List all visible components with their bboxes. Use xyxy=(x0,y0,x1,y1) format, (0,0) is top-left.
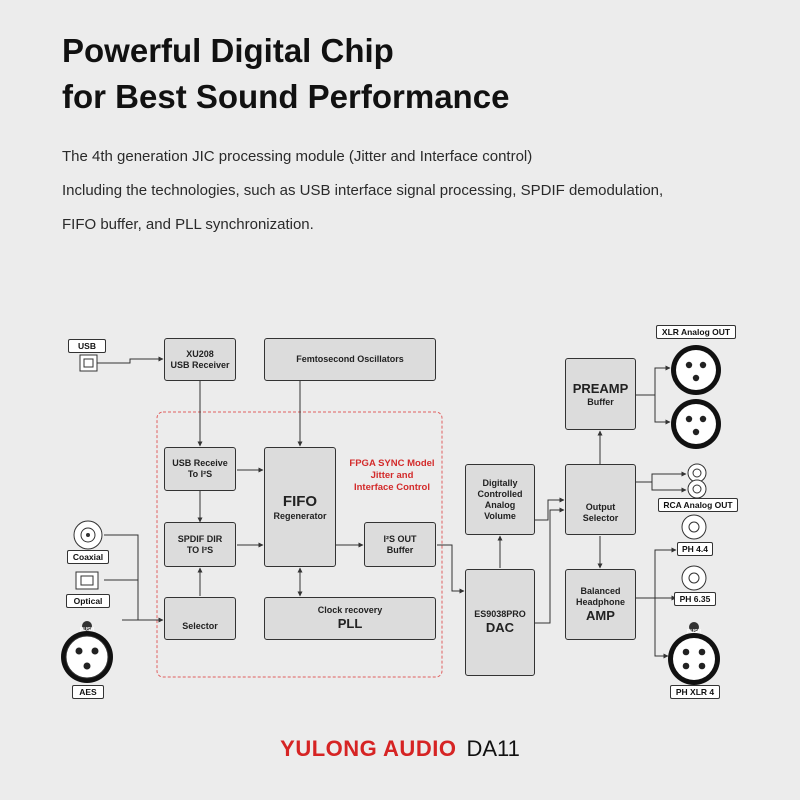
ph44-jack-shape xyxy=(681,514,707,540)
xu208-line2: USB Receiver xyxy=(170,359,230,370)
spdif-dir-block: SPDIF DIR TO I²S xyxy=(164,522,236,567)
phxlr-jack-shape xyxy=(668,622,720,685)
dac-block: ES9038PRO DAC xyxy=(465,569,535,676)
description-line-2: Including the technologies, such as USB … xyxy=(62,182,664,199)
i2s-out-buffer-block: I²S OUT Buffer xyxy=(364,522,436,567)
outsel-line2: Selector xyxy=(582,513,619,523)
usb-input-label: USB xyxy=(68,339,106,353)
usb-i2s-line2: To I²S xyxy=(187,469,213,479)
fpga-line1: FPGA SYNC Model xyxy=(349,458,435,469)
aes-push-label: PUSH xyxy=(80,627,94,633)
optical-port-shape xyxy=(75,571,99,590)
wire-hpamp-ph44 xyxy=(636,547,677,599)
optical-input-label: Optical xyxy=(66,594,110,608)
pll-block: Clock recovery PLL xyxy=(264,597,436,640)
fpga-sync-label: FPGA SYNC Model Jitter and Interface Con… xyxy=(342,458,442,494)
femtosecond-oscillators-block: Femtosecond Oscillators xyxy=(264,338,436,381)
aes-input-label: AES xyxy=(72,685,104,699)
preamp-block: PREAMP Buffer xyxy=(565,358,636,430)
brand-name: YULONG AUDIO xyxy=(280,736,457,761)
wire-hpamp-phxlr xyxy=(654,598,669,659)
volume-line4: Volume xyxy=(484,510,516,521)
i2s-out-line1: I²S OUT xyxy=(383,533,417,544)
dac-line1: ES9038PRO xyxy=(474,609,526,619)
preamp-title: PREAMP xyxy=(572,380,629,396)
fifo-subtitle: Regenerator xyxy=(273,510,327,521)
output-selector-block: Output Selector xyxy=(565,464,636,535)
phxlr-output-label: PH XLR 4 xyxy=(670,685,720,699)
description-line-3: FIFO buffer, and PLL synchronization. xyxy=(62,216,314,233)
ph635-jack-shape xyxy=(681,565,707,591)
xlr-output-label: XLR Analog OUT xyxy=(656,325,736,339)
hpamp-line1: Balanced xyxy=(580,585,621,596)
phxlr-push-label: PUSH xyxy=(687,629,701,635)
usb-to-i2s-block: USB Receive To I²S xyxy=(164,447,236,491)
volume-line3: Analog xyxy=(484,499,516,510)
hpamp-title: AMP xyxy=(586,607,615,623)
volume-line2: Controlled xyxy=(477,488,523,499)
wire-coax-selector xyxy=(104,534,164,623)
wire-preamp-xlr xyxy=(636,365,671,396)
xu208-block: XU208 USB Receiver xyxy=(164,338,236,381)
outsel-line1: Output xyxy=(585,502,616,512)
brand-model: DA11 xyxy=(466,736,520,761)
wire-dac-outsel xyxy=(535,507,565,624)
fpga-line3: Interface Control xyxy=(353,482,430,493)
femto-label: Femtosecond Oscillators xyxy=(296,354,404,364)
rca-out-shapes xyxy=(687,463,707,499)
brand-footer: YULONG AUDIO DA11 xyxy=(0,736,800,762)
preamp-subtitle: Buffer xyxy=(587,396,614,407)
title-line-2: for Best Sound Performance xyxy=(62,78,510,115)
fpga-line2: Jitter and xyxy=(370,470,414,481)
volume-line1: Digitally xyxy=(482,477,518,488)
usb-i2s-line1: USB Receive xyxy=(172,458,228,468)
fifo-block: FIFO Regenerator xyxy=(264,447,336,567)
wire-i2sout-dac xyxy=(437,544,465,594)
page-title: Powerful Digital Chip for Best Sound Per… xyxy=(62,28,509,120)
description-line-1: The 4th generation JIC processing module… xyxy=(62,148,533,165)
spdif-line1: SPDIF DIR xyxy=(177,533,223,544)
ph44-output-label: PH 4.4 xyxy=(677,542,713,556)
wire-outsel-rca xyxy=(636,471,687,483)
wire-volume-outsel xyxy=(535,497,565,521)
ph635-output-label: PH 6.35 xyxy=(674,592,716,606)
xlr-out-shapes xyxy=(671,345,721,449)
usb-port-shape xyxy=(79,354,98,372)
rca-output-label: RCA Analog OUT xyxy=(658,498,738,512)
selector-label: Selector xyxy=(182,621,218,631)
hpamp-line2: Headphone xyxy=(575,596,625,607)
pll-title: PLL xyxy=(337,616,363,631)
coaxial-input-label: Coaxial xyxy=(67,550,109,564)
i2s-out-line2: Buffer xyxy=(386,544,414,555)
wire-usb-xu208 xyxy=(97,356,164,364)
spdif-line2: TO I²S xyxy=(186,544,214,555)
pll-line1: Clock recovery xyxy=(317,605,383,615)
xu208-line1: XU208 xyxy=(186,348,214,359)
dac-title: DAC xyxy=(485,620,515,635)
headphone-amp-block: Balanced Headphone AMP xyxy=(565,569,636,640)
wire-outsel-rca2 xyxy=(651,482,687,493)
wire-preamp-xlr2 xyxy=(654,395,671,425)
fifo-title: FIFO xyxy=(282,492,318,510)
analog-volume-block: Digitally Controlled Analog Volume xyxy=(465,464,535,535)
selector-block: Selector xyxy=(164,597,236,640)
title-line-1: Powerful Digital Chip xyxy=(62,32,394,69)
